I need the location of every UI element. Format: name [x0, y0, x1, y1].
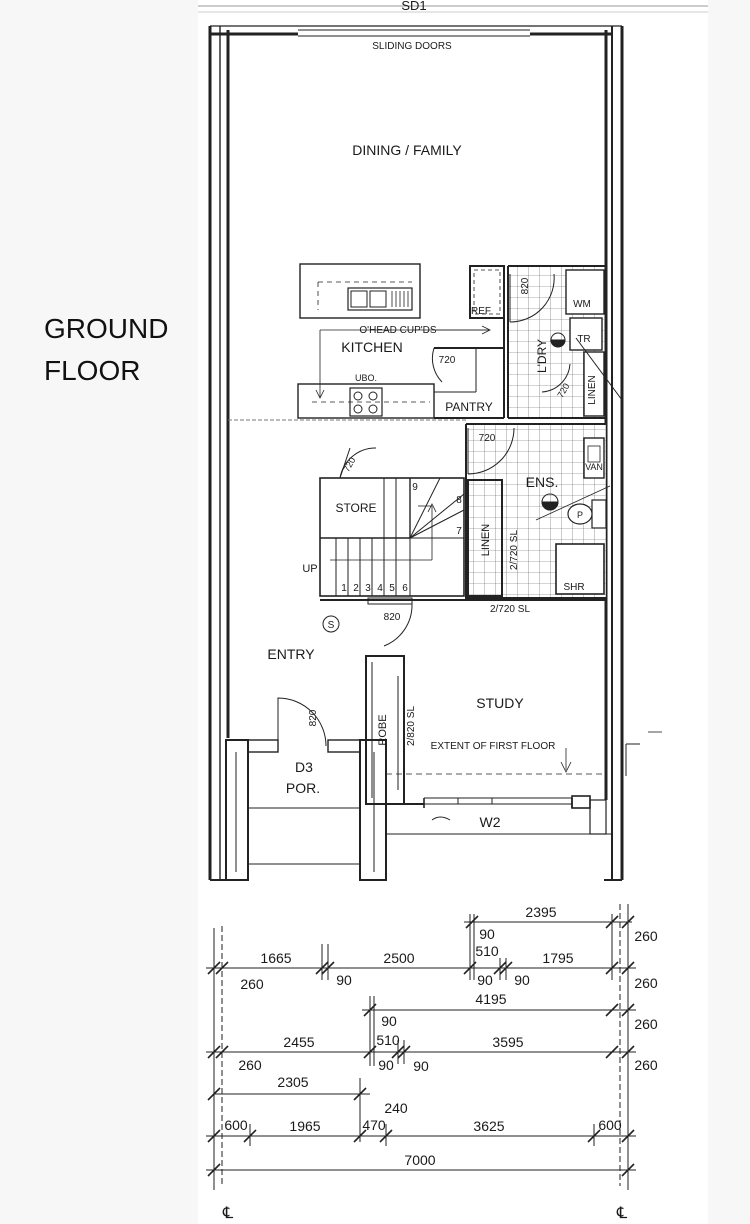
dim-600-a: 600 — [224, 1117, 248, 1133]
tread-5: 5 — [389, 583, 395, 594]
dim-1965: 1965 — [289, 1118, 320, 1134]
store-label: STORE — [335, 501, 376, 515]
extent-first-floor-label: EXTENT OF FIRST FLOOR — [431, 741, 556, 752]
plan-paper — [198, 0, 708, 1224]
sliding-doors-label: SLIDING DOORS — [372, 41, 452, 52]
dining-family-label: DINING / FAMILY — [352, 142, 462, 158]
plan-title-line1: GROUND — [44, 313, 169, 344]
dim-4195: 4195 — [475, 991, 506, 1007]
hall-linen-label: LINEN — [480, 524, 492, 556]
vanity-label: VAN — [585, 462, 603, 472]
kitchen-label: KITCHEN — [341, 339, 402, 355]
centerline-right-icon: ℄ — [616, 1205, 628, 1222]
tread-9: 9 — [412, 482, 418, 493]
wm-label: WM — [573, 299, 591, 310]
dim-260-e: 260 — [238, 1057, 262, 1073]
smoke-detector-label: S — [328, 620, 335, 631]
fridge-space — [469, 265, 505, 418]
dim-90-e: 90 — [381, 1013, 397, 1029]
ubo-label: UBO. — [355, 373, 377, 383]
shower-label: SHR — [563, 582, 584, 593]
dim-3595: 3595 — [492, 1034, 523, 1050]
dim-600-b: 600 — [598, 1117, 622, 1133]
dim-510-b: 510 — [376, 1032, 400, 1048]
hall-linen-door: 2/720 SL — [509, 530, 520, 570]
ensuite-area — [465, 423, 611, 600]
laundry-linen-label: LINEN — [587, 375, 598, 404]
tr-label: TR — [577, 334, 590, 345]
tread-2: 2 — [353, 583, 359, 594]
tread-7: 7 — [456, 526, 462, 537]
dim-90-c: 90 — [477, 972, 493, 988]
ensuite-label: ENS. — [526, 474, 559, 490]
pantry-door-size: 720 — [439, 355, 456, 366]
tread-4: 4 — [377, 583, 383, 594]
entry-label: ENTRY — [267, 646, 315, 662]
dim-7000: 7000 — [404, 1152, 435, 1168]
laundry-label: L'DRY — [535, 339, 549, 373]
dim-2305: 2305 — [277, 1074, 308, 1090]
dim-260-a: 260 — [634, 928, 658, 944]
window-w2-label: W2 — [480, 814, 501, 830]
laundry-door-size: 820 — [520, 277, 531, 294]
plan-title: GROUND FLOOR — [44, 308, 168, 392]
ensuite-door-size: 720 — [479, 433, 496, 444]
front-door-size: 820 — [308, 709, 319, 726]
dim-260-f: 260 — [634, 1057, 658, 1073]
tread-1: 1 — [341, 583, 347, 594]
toilet-label: P — [577, 510, 583, 520]
dim-2500: 2500 — [383, 950, 414, 966]
dim-2395: 2395 — [525, 904, 556, 920]
dim-2455: 2455 — [283, 1034, 314, 1050]
entry-door-size: 820 — [384, 612, 401, 623]
dim-90-d: 90 — [514, 972, 530, 988]
dim-90-g: 90 — [413, 1058, 429, 1074]
study-door-size: 2/720 SL — [490, 604, 530, 615]
smoke-detector-icon — [322, 615, 340, 633]
robe-door-size: 2/820 SL — [406, 706, 417, 746]
porch-label: POR. — [286, 780, 320, 796]
dimension-values: 2395 90 510 260 1665 2500 1795 260 90 90… — [224, 904, 658, 1168]
dim-3625: 3625 — [473, 1118, 504, 1134]
dim-260-b: 260 — [240, 976, 264, 992]
kitchen-fixtures — [297, 263, 491, 419]
tread-8: 8 — [456, 495, 462, 506]
dim-240: 240 — [384, 1100, 408, 1116]
dim-1665: 1665 — [260, 950, 291, 966]
study-label: STUDY — [476, 695, 524, 711]
ref-label: REF — [471, 306, 491, 317]
tread-3: 3 — [365, 583, 371, 594]
ohead-cupds-label: O'HEAD CUP'DS — [359, 325, 436, 336]
stair-well — [319, 447, 466, 605]
stair-tread-numbers: 1 2 3 4 5 6 7 8 9 — [341, 482, 462, 594]
dim-1795: 1795 — [542, 950, 573, 966]
dim-90-b: 90 — [336, 972, 352, 988]
dim-510-a: 510 — [475, 943, 499, 959]
centerline-left-icon: ℄ — [222, 1205, 234, 1222]
dim-260-c: 260 — [634, 975, 658, 991]
pantry-label: PANTRY — [445, 400, 493, 414]
outer-walls — [208, 25, 624, 881]
robe-label: ROBE — [377, 714, 389, 745]
dim-90-a: 90 — [479, 926, 495, 942]
laundry-area — [507, 265, 623, 419]
entry-study-walls — [225, 599, 662, 881]
dim-470: 470 — [362, 1117, 386, 1133]
dim-260-d: 260 — [634, 1016, 658, 1032]
hall-linen — [467, 479, 503, 597]
dimension-lines — [206, 904, 636, 1190]
tread-6: 6 — [402, 583, 408, 594]
door-d3-label: D3 — [295, 759, 313, 775]
plan-title-line2: FLOOR — [44, 355, 141, 386]
dim-90-f: 90 — [378, 1057, 394, 1073]
sd1-label: SD1 — [401, 0, 426, 13]
pantry-walls — [431, 347, 504, 419]
stair-up-label: UP — [302, 563, 317, 575]
